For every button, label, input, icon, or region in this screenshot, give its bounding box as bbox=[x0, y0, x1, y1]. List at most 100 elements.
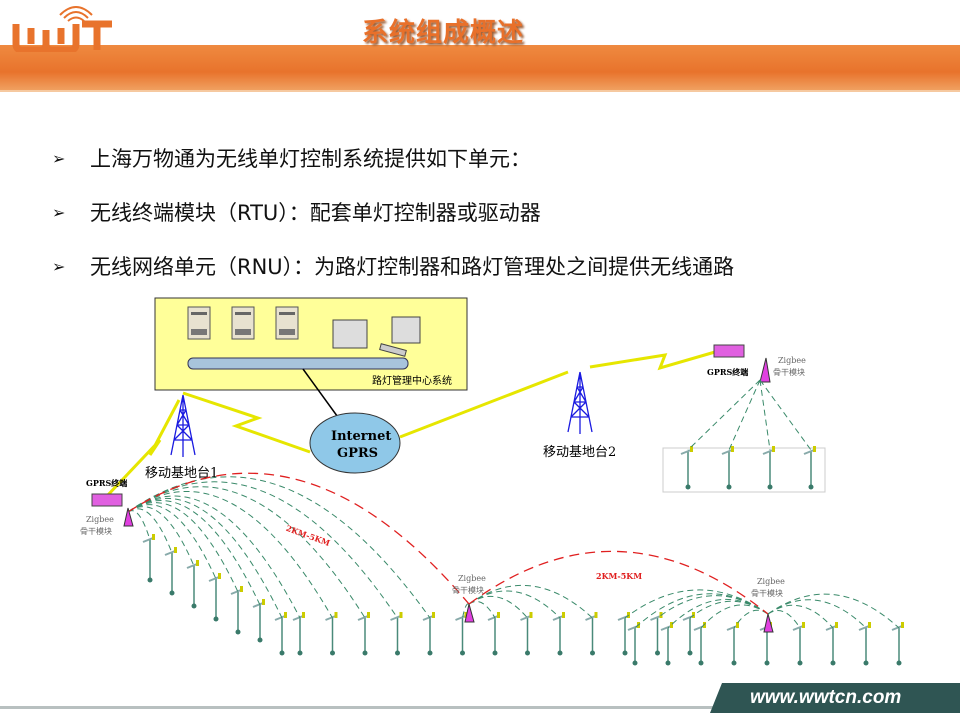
header-band bbox=[0, 45, 960, 90]
zigbee-link-arc bbox=[127, 504, 217, 580]
street-lamp-icon bbox=[680, 446, 693, 490]
zigbee-link-arc bbox=[468, 584, 593, 619]
gprs-label: GPRS终端 bbox=[707, 367, 748, 377]
zigbee-link-arc bbox=[127, 497, 283, 619]
tower-1-label: 移动基地台1 bbox=[145, 466, 218, 481]
zigbee-module-icon bbox=[759, 357, 771, 383]
zigbee-link-arc bbox=[634, 593, 769, 629]
zigbee-link-arc bbox=[468, 600, 496, 619]
street-lamp-icon bbox=[357, 612, 370, 656]
arrow-bullet-icon: ➢ bbox=[52, 256, 66, 276]
svg-text:骨干模块: 骨干模块 bbox=[452, 585, 484, 595]
street-lamp-icon bbox=[721, 446, 734, 490]
street-lamp-icon bbox=[208, 573, 221, 622]
street-lamp-icon bbox=[164, 547, 177, 596]
street-lamp-icon bbox=[682, 612, 695, 656]
street-lamp-icon bbox=[617, 612, 630, 656]
zigbee-link-line bbox=[687, 379, 761, 451]
zigbee-link-arc bbox=[700, 604, 769, 629]
street-lamp-icon bbox=[520, 612, 533, 656]
street-lamp-icon bbox=[825, 622, 838, 666]
zigbee-link-arc bbox=[127, 506, 195, 567]
zigbee-module-icon bbox=[763, 613, 774, 633]
network-bus bbox=[187, 357, 409, 370]
footer-line bbox=[0, 706, 960, 709]
bullet-item: ➢ 上海万物通为无线单灯控制系统提供如下单元： bbox=[52, 143, 531, 173]
street-lamp-icon bbox=[142, 534, 155, 583]
street-lamp-icon bbox=[891, 622, 904, 666]
zigbee-link-arc bbox=[733, 609, 769, 629]
link-line bbox=[302, 368, 341, 421]
page-title: 系统组成概述 bbox=[362, 18, 525, 48]
zigbee-link-arc bbox=[689, 600, 769, 619]
street-lamp-icon bbox=[858, 622, 871, 666]
svg-text:Zigbee: Zigbee bbox=[778, 356, 806, 365]
svg-text:Zigbee: Zigbee bbox=[458, 574, 486, 583]
wwt-logo bbox=[12, 6, 112, 52]
svg-text:GPRS终端: GPRS终端 bbox=[86, 478, 127, 488]
zigbee-link-arc bbox=[127, 486, 366, 619]
link-arcs bbox=[127, 379, 900, 629]
zigbee-link-line bbox=[759, 379, 812, 451]
street-lamp-icon bbox=[252, 599, 265, 643]
street-lamp-icon bbox=[292, 612, 305, 656]
zigbee-link-arc bbox=[767, 593, 900, 629]
lamp-group-box bbox=[662, 447, 826, 493]
gprs-terminal-icon bbox=[91, 493, 123, 507]
svg-text:Zigbee: Zigbee bbox=[86, 515, 114, 524]
gprs-terminal-icon bbox=[713, 344, 745, 358]
street-lamp-icon bbox=[660, 622, 673, 666]
street-lamp-icon bbox=[762, 446, 775, 490]
street-lamp-icon bbox=[552, 612, 565, 656]
street-lamp-icon bbox=[230, 586, 243, 635]
website-url: www.wwtcn.com bbox=[750, 687, 902, 708]
street-lamp-icon bbox=[325, 612, 338, 656]
bullet-text: 无线网络单元（RNU）：为路灯控制器和路灯管理处之间提供无线通路 bbox=[90, 255, 735, 279]
street-lamp-icon bbox=[390, 612, 403, 656]
cloud-label: Internet bbox=[331, 429, 391, 444]
bullet-text: 上海万物通为无线单灯控制系统提供如下单元： bbox=[90, 147, 531, 171]
zigbee-module-icon bbox=[123, 507, 134, 527]
bullet-item: ➢无线终端模块（RTU）：配套单灯控制器或驱动器 bbox=[52, 197, 541, 227]
street-lamps bbox=[142, 446, 904, 666]
backbone-link-arc bbox=[468, 550, 769, 615]
distance-label: 2KM-5KM bbox=[596, 571, 642, 581]
header-divider bbox=[0, 90, 960, 92]
center-label: 路灯管理中心系统 bbox=[372, 374, 452, 387]
svg-text:Zigbee: Zigbee bbox=[757, 577, 785, 586]
tower-2-label: 移动基地台2 bbox=[543, 445, 616, 460]
zigbee-link-arc bbox=[127, 476, 431, 619]
street-lamp-icon bbox=[455, 612, 468, 656]
arrow-bullet-icon: ➢ bbox=[52, 148, 66, 168]
zigbee-link-arc bbox=[468, 595, 528, 619]
street-lamp-icon bbox=[726, 622, 739, 666]
street-lamp-icon bbox=[585, 612, 598, 656]
computer-icon bbox=[379, 316, 421, 357]
tower-1-icon bbox=[170, 394, 196, 458]
zigbee-link-arc bbox=[767, 604, 834, 629]
street-lamp-icon bbox=[792, 622, 805, 666]
tower-2-icon bbox=[567, 371, 593, 435]
svg-text:骨干模块: 骨干模块 bbox=[773, 367, 805, 377]
bullet-text: 无线终端模块（RTU）：配套单灯控制器或驱动器 bbox=[90, 201, 541, 225]
zigbee-link-line bbox=[759, 379, 771, 451]
bullet-item: ➢ 无线网络单元（RNU）：为路灯控制器和路灯管理处之间提供无线通路 bbox=[52, 251, 734, 281]
zigbee-link-arc bbox=[127, 481, 398, 619]
street-lamp-icon bbox=[693, 622, 706, 666]
zigbee-link-arc bbox=[127, 495, 301, 619]
zigbee-link-arc bbox=[127, 502, 239, 593]
street-lamp-icon bbox=[803, 446, 816, 490]
cloud-label: GPRS bbox=[337, 446, 378, 461]
footer-bar: www.wwtcn.com bbox=[710, 683, 960, 713]
zigbee-link-line bbox=[728, 379, 761, 451]
svg-text:骨干模块: 骨干模块 bbox=[80, 526, 112, 536]
zigbee-link-arc bbox=[767, 610, 801, 629]
zigbee-link-arc bbox=[127, 500, 261, 606]
svg-text:骨干模块: 骨干模块 bbox=[751, 588, 783, 598]
cloud-icon bbox=[309, 412, 401, 474]
zigbee-module-icon bbox=[464, 603, 475, 623]
zigbee-link-arc bbox=[127, 490, 333, 619]
backbone-link-arc bbox=[127, 472, 470, 605]
server-icon bbox=[187, 306, 299, 340]
